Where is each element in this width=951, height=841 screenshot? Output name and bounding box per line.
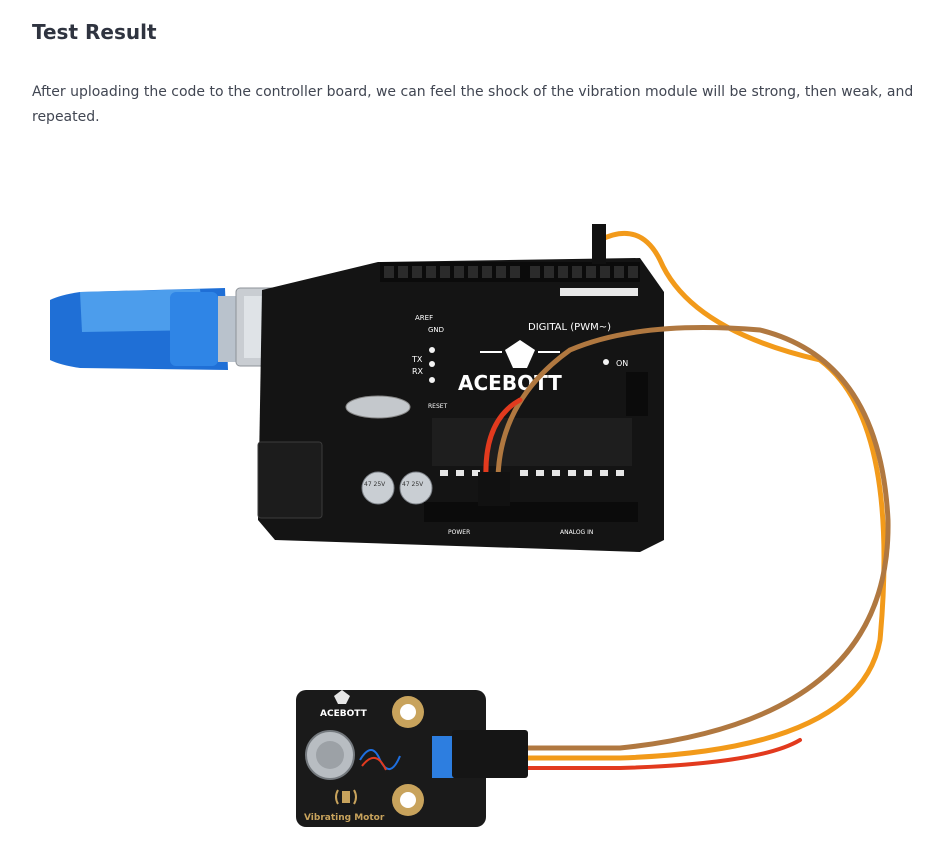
tx-label: TX xyxy=(411,355,423,364)
module-name: Vibrating Motor xyxy=(304,813,385,823)
jumper-wires xyxy=(478,224,891,770)
rx-label: RX xyxy=(412,367,424,376)
acebott-logo-icon xyxy=(480,340,560,368)
section-title: Test Result xyxy=(32,20,157,44)
usb-cable xyxy=(50,288,240,370)
gnd-label: GND xyxy=(428,326,444,334)
vibration-module: ACEBOTT Vibrating Motor xyxy=(296,690,528,827)
analog-label: ANALOG IN xyxy=(560,529,593,536)
module-brand: ACEBOTT xyxy=(320,709,368,719)
section-description: After uploading the code to the controll… xyxy=(32,84,914,125)
test-result-figure: DIGITAL (PWM~) ACEBOTT TX RX ON AREF GND… xyxy=(0,150,951,837)
digital-label: DIGITAL (PWM~) xyxy=(528,322,611,333)
reset-label: RESET xyxy=(428,403,448,410)
power-label: POWER xyxy=(448,529,470,536)
capacitor-2-label: 47 25V xyxy=(402,481,424,488)
controller-board: DIGITAL (PWM~) ACEBOTT TX RX ON AREF GND… xyxy=(257,258,664,552)
vibration-icon xyxy=(335,789,357,805)
capacitor-1-label: 47 25V xyxy=(364,481,386,488)
aref-label: AREF xyxy=(415,314,433,322)
module-logo-icon xyxy=(334,690,350,704)
board-brand: ACEBOTT xyxy=(458,371,562,395)
hardware-photo: DIGITAL (PWM~) ACEBOTT TX RX ON AREF GND… xyxy=(50,224,891,827)
on-label: ON xyxy=(616,359,628,368)
